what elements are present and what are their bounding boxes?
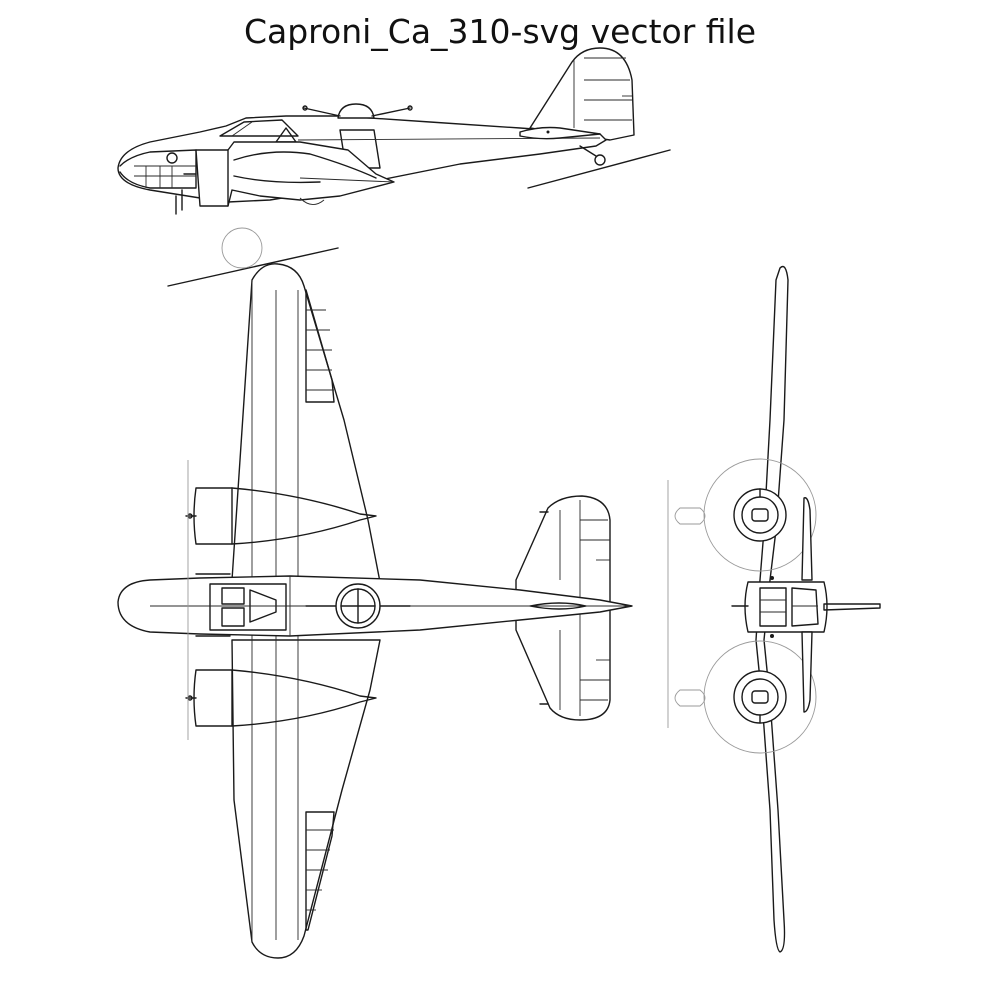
horizontal-stabilizer-side: [519, 126, 601, 140]
tail-fin-front: [801, 497, 813, 581]
dorsal-turret: [337, 103, 375, 119]
cockpit-top: [209, 583, 287, 631]
cockpit-canopy: [219, 119, 299, 137]
propeller-disc: [221, 227, 263, 269]
tail-wheel: [594, 154, 606, 166]
side-view: [117, 47, 671, 287]
propeller-disc-upper: [703, 458, 817, 572]
wing-upper: [231, 263, 381, 583]
vertical-fin: [529, 47, 635, 141]
page-title: Caproni_Ca_310-svg vector file: [243, 12, 757, 51]
engine-nacelle-lower: [193, 669, 233, 727]
wing-front: [755, 265, 789, 953]
wing-lower: [231, 639, 381, 959]
propeller-disc-lower: [703, 640, 817, 754]
engine-nacelle-upper: [193, 487, 233, 545]
ground-line-front: [167, 247, 339, 287]
top-view: [117, 263, 633, 959]
stabilizer-front: [823, 603, 881, 611]
front-view: [667, 265, 881, 953]
ground-line-rear: [527, 149, 671, 189]
